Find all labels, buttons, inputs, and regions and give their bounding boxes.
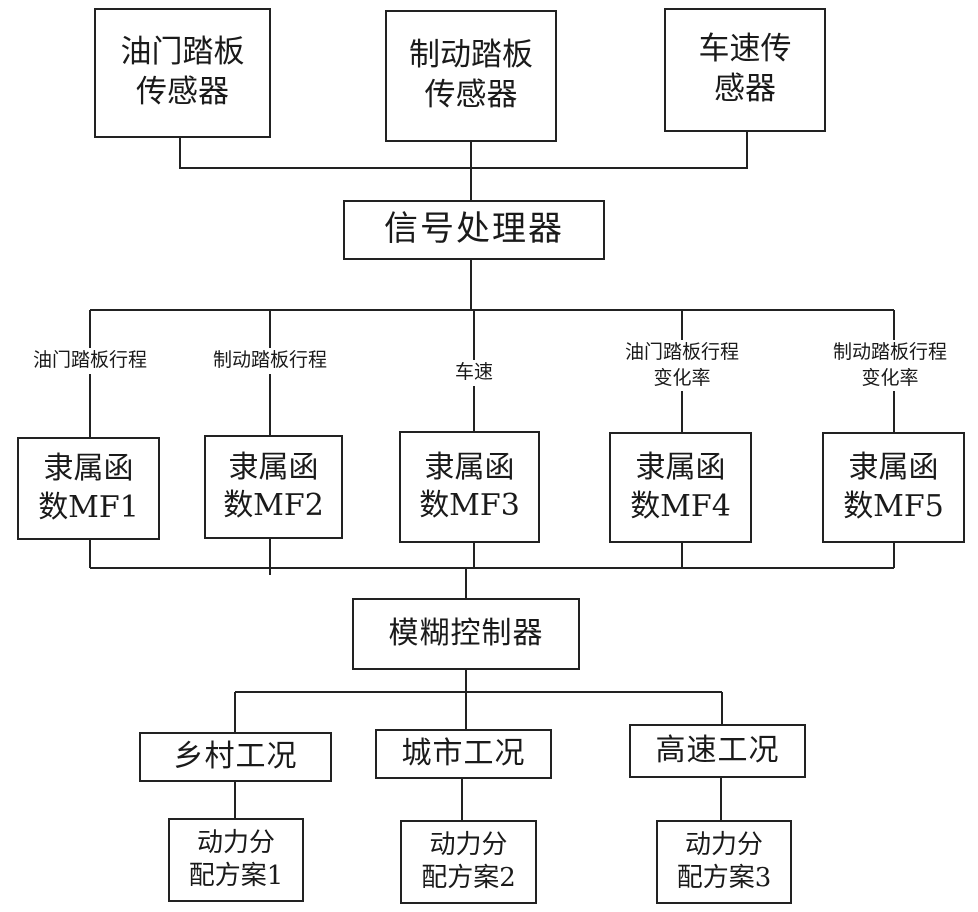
- label-text-line: 油门踏板行程: [625, 340, 739, 366]
- rural-condition-box: 乡村工况: [139, 732, 332, 782]
- brake-pedal-sensor-box: 制动踏板 传感器: [385, 10, 557, 142]
- vehicle-speed-sensor-box: 车速传 感器: [664, 8, 826, 132]
- box-text-line: 乡村工况: [174, 738, 298, 776]
- membership-function-mf3-box: 隶属函 数MF3: [399, 431, 540, 543]
- power-scheme-2-box: 动力分 配方案2: [400, 820, 537, 904]
- signal-processor-box: 信号处理器: [343, 200, 605, 260]
- box-text-line: 数MF1: [38, 489, 139, 527]
- power-scheme-1-box: 动力分 配方案1: [168, 818, 304, 902]
- city-condition-box: 城市工况: [375, 729, 552, 779]
- box-text-line: 城市工况: [402, 735, 526, 773]
- signal-label-throttle-rate: 油门踏板行程 变化率: [625, 340, 739, 391]
- signal-label-vehicle-speed: 车速: [455, 360, 493, 386]
- label-text-line: 制动踏板行程: [833, 340, 947, 366]
- label-text-line: 油门踏板行程: [33, 348, 147, 374]
- box-text-line: 动力分: [197, 827, 275, 860]
- box-text-line: 隶属函: [44, 450, 134, 488]
- box-text-line: 配方案2: [421, 862, 516, 895]
- box-text-line: 模糊控制器: [389, 615, 544, 653]
- box-text-line: 数MF4: [630, 488, 731, 526]
- box-text-line: 隶属函: [849, 449, 939, 487]
- box-text-line: 车速传: [699, 30, 792, 70]
- box-text-line: 信号处理器: [384, 208, 564, 252]
- label-text-line: 变化率: [833, 366, 947, 392]
- highway-condition-box: 高速工况: [629, 724, 806, 778]
- box-text-line: 隶属函: [636, 449, 726, 487]
- box-text-line: 配方案3: [677, 862, 772, 895]
- label-text-line: 车速: [455, 360, 493, 386]
- membership-function-mf4-box: 隶属函 数MF4: [609, 432, 752, 543]
- signal-label-brake-rate: 制动踏板行程 变化率: [833, 340, 947, 391]
- label-text-line: 变化率: [625, 366, 739, 392]
- box-text-line: 数MF3: [419, 487, 520, 525]
- box-text-line: 油门踏板: [121, 33, 245, 73]
- box-text-line: 感器: [714, 70, 776, 110]
- fuzzy-controller-box: 模糊控制器: [352, 598, 580, 670]
- box-text-line: 传感器: [425, 76, 518, 116]
- box-text-line: 配方案1: [189, 860, 284, 893]
- box-text-line: 数MF5: [843, 488, 944, 526]
- membership-function-mf5-box: 隶属函 数MF5: [822, 432, 965, 543]
- membership-function-mf1-box: 隶属函 数MF1: [17, 437, 160, 540]
- label-text-line: 制动踏板行程: [213, 348, 327, 374]
- box-text-line: 动力分: [685, 829, 763, 862]
- box-text-line: 动力分: [429, 829, 507, 862]
- box-text-line: 传感器: [136, 73, 229, 113]
- signal-label-brake-travel: 制动踏板行程: [213, 348, 327, 374]
- box-text-line: 数MF2: [223, 487, 324, 525]
- signal-label-throttle-travel: 油门踏板行程: [33, 348, 147, 374]
- box-text-line: 隶属函: [229, 449, 319, 487]
- box-text-line: 隶属函: [425, 449, 515, 487]
- membership-function-mf2-box: 隶属函 数MF2: [204, 435, 343, 539]
- power-scheme-3-box: 动力分 配方案3: [656, 820, 792, 904]
- box-text-line: 高速工况: [656, 732, 780, 770]
- throttle-pedal-sensor-box: 油门踏板 传感器: [94, 8, 271, 138]
- box-text-line: 制动踏板: [409, 36, 533, 76]
